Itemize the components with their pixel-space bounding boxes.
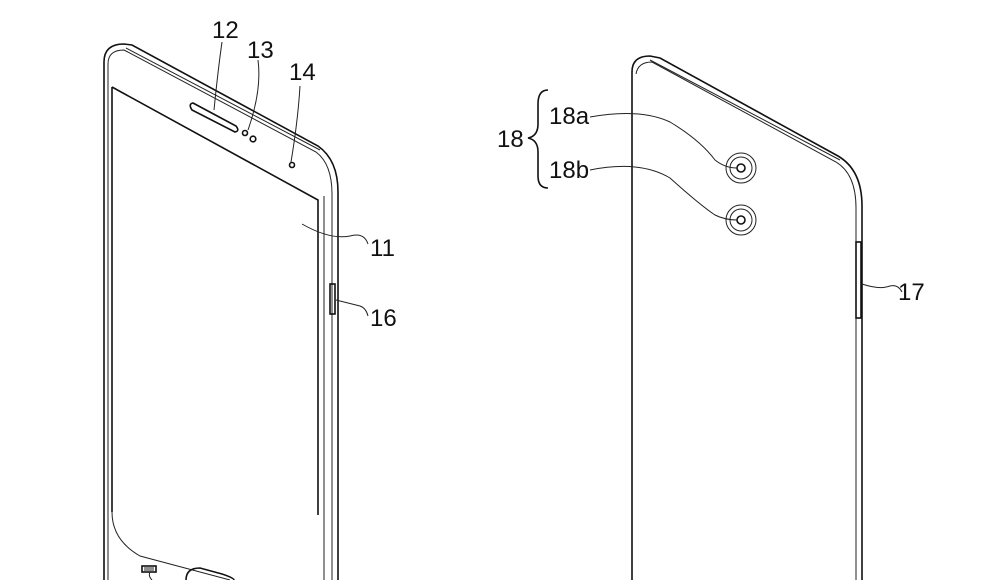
front-phone	[103, 41, 369, 580]
display-screen	[111, 86, 319, 515]
brace-18	[527, 89, 549, 189]
label-17: 17	[898, 279, 925, 306]
side-key-16	[329, 283, 336, 315]
speaker-grille	[141, 565, 157, 580]
label-18b: 18b	[549, 157, 589, 184]
front-sensor	[241, 129, 249, 137]
label-18: 18	[497, 126, 524, 153]
label-13: 13	[247, 37, 274, 64]
label-11: 11	[370, 235, 395, 262]
rear-phone	[527, 55, 903, 580]
receiver-slot	[189, 102, 239, 133]
label-18a: 18a	[549, 103, 590, 130]
label-12: 12	[212, 17, 239, 44]
side-key-17	[855, 241, 862, 319]
label-14: 14	[289, 59, 316, 86]
camera-18a	[725, 152, 757, 184]
label-16: 16	[370, 305, 397, 332]
front-camera	[288, 161, 296, 169]
home-button	[185, 567, 235, 580]
